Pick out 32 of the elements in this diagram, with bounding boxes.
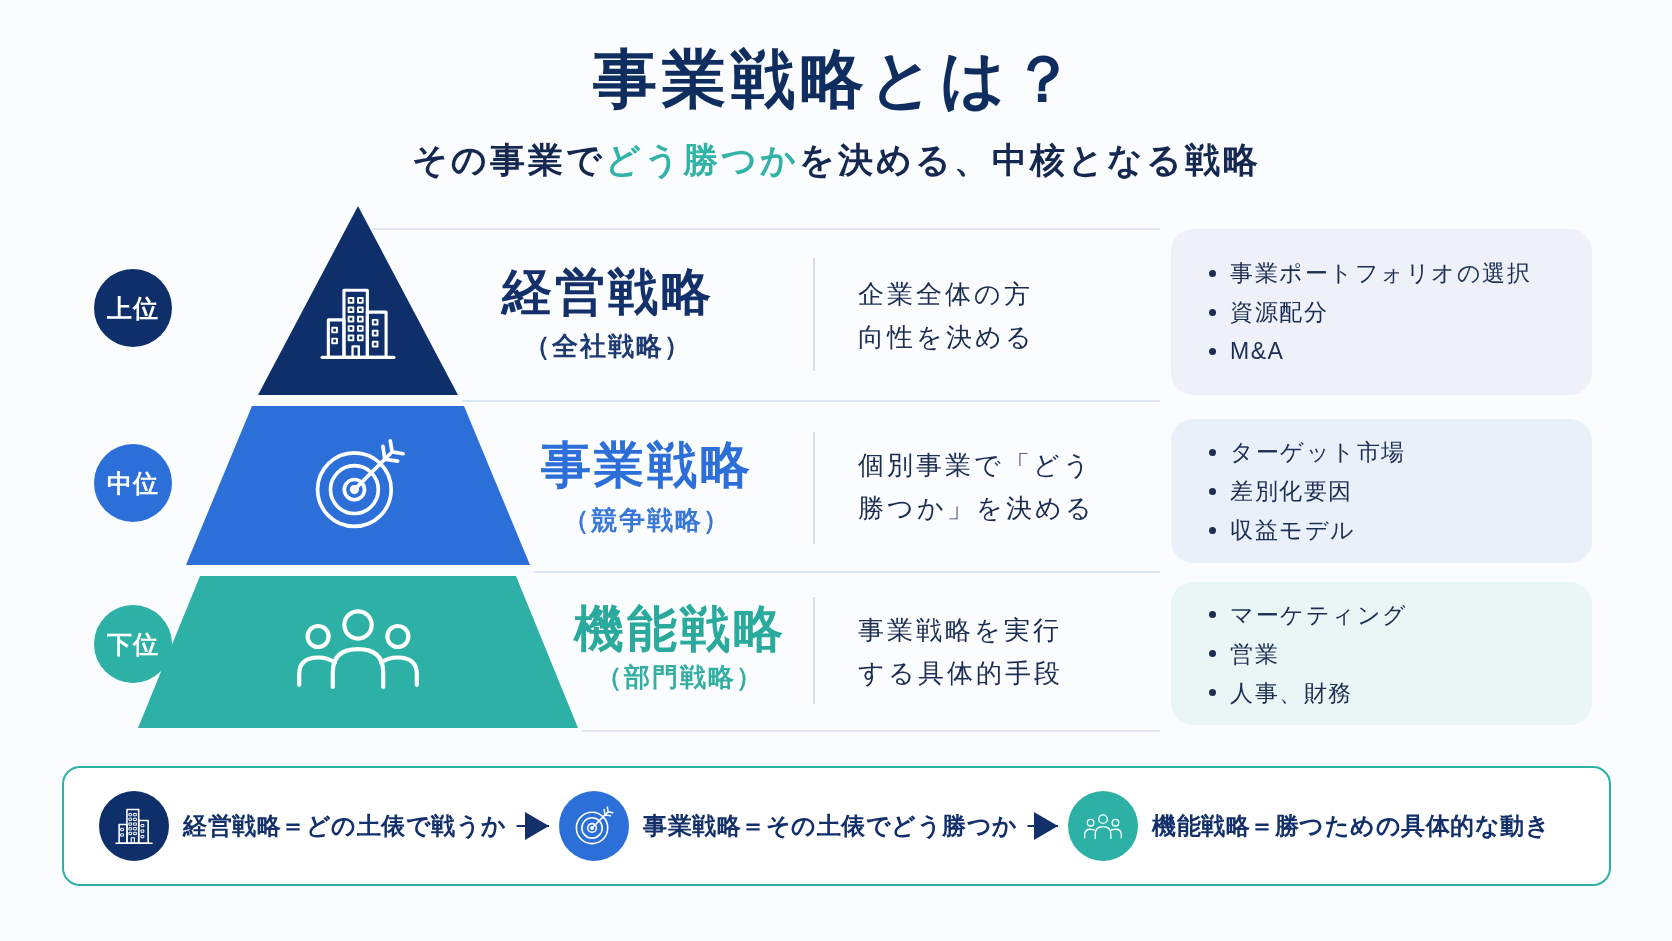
summary-text: 事業戦略＝その土俵でどう勝つか: [643, 811, 1018, 841]
tier-subtitle: （部門戦略）: [596, 662, 764, 694]
bullet-text: 事業ポートフォリオの選択: [1230, 259, 1531, 288]
arrow: [515, 812, 550, 840]
bullet-text: 人事、財務: [1230, 678, 1353, 708]
info-panel: [1171, 582, 1592, 725]
bullet-text: 収益モデル: [1230, 516, 1356, 545]
bullet-text: 資源配分: [1230, 298, 1328, 327]
title: 事業戦略とは？: [592, 43, 1080, 117]
rank-circle: 上位: [94, 269, 172, 347]
info-panel: [1171, 229, 1592, 395]
tier-description: 個別事業で「どう勝つか」を決める: [858, 449, 1096, 525]
summary-text: 機能戦略＝勝つための具体的な動き: [1152, 811, 1550, 841]
summary-panel: [62, 766, 1611, 886]
tier-subtitle: （全社戦略）: [524, 331, 692, 363]
bullet-text: マーケティング: [1230, 600, 1408, 630]
tier-description: 企業全体の方向性を決める: [858, 278, 1036, 354]
rank-circle: 中位: [94, 444, 172, 522]
tier-description: 事業戦略を実行する具体的手段: [858, 614, 1064, 690]
tier-subtitle: （競争戦略）: [563, 505, 731, 537]
bullet-text: 営業: [1230, 639, 1279, 669]
subtitle: その事業でどう勝つかを決める、中核となる戦略: [411, 139, 1261, 181]
bullet-text: M&A: [1230, 337, 1285, 366]
rank-circle: 下位: [94, 605, 172, 683]
bullet-text: ターゲット市場: [1230, 438, 1406, 467]
info-panel: [1171, 419, 1592, 563]
arrow: [1026, 812, 1059, 840]
bullet-text: 差別化要因: [1230, 477, 1353, 506]
tier-title: 事業戦略: [541, 437, 753, 493]
tier-title: 経営戦略: [502, 264, 714, 320]
summary-text: 経営戦略＝どの土俵で戦うか: [183, 811, 507, 841]
tier-title: 機能戦略: [574, 601, 786, 657]
